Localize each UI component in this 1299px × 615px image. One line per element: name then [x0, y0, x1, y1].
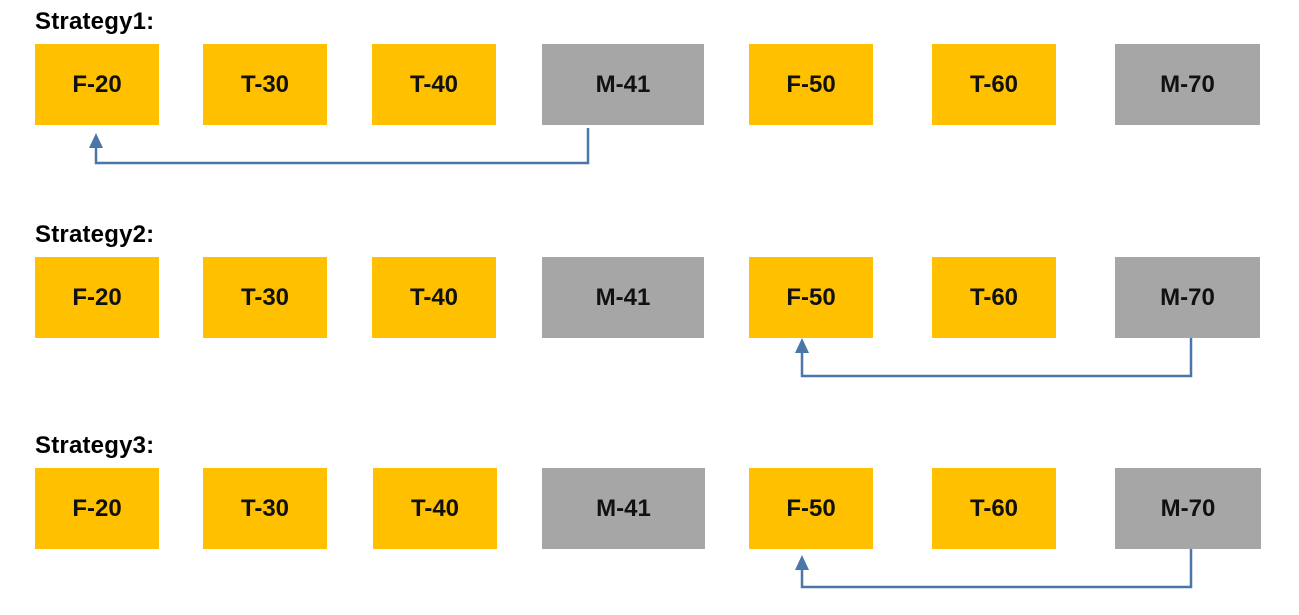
box-f-20: F-20 [35, 257, 159, 338]
arrowhead-icon [89, 133, 103, 148]
arrowhead-icon [795, 338, 809, 353]
arrow-line [94, 128, 590, 165]
arrow-line [800, 549, 1193, 589]
box-f-20: F-20 [35, 468, 159, 549]
strategy-title: Strategy3: [35, 432, 155, 459]
box-t-40: T-40 [372, 257, 496, 338]
box-m-41: M-41 [542, 257, 704, 338]
strategy-title: Strategy1: [35, 8, 155, 35]
strategy-3: Strategy3: F-20 T-30 T-40 M-41 F-50 T-60… [0, 424, 1299, 614]
box-m-70: M-70 [1115, 257, 1260, 338]
box-f-50: F-50 [749, 468, 873, 549]
box-t-30: T-30 [203, 44, 327, 125]
box-m-70: M-70 [1115, 468, 1261, 549]
arrow-line [800, 338, 1193, 378]
box-m-41: M-41 [542, 468, 705, 549]
box-f-20: F-20 [35, 44, 159, 125]
box-t-60: T-60 [932, 44, 1056, 125]
box-t-60: T-60 [932, 257, 1056, 338]
box-t-60: T-60 [932, 468, 1056, 549]
box-t-30: T-30 [203, 468, 327, 549]
arrowhead-icon [795, 555, 809, 570]
strategy-title: Strategy2: [35, 221, 155, 248]
box-f-50: F-50 [749, 257, 873, 338]
strategy-1: Strategy1: F-20 T-30 T-40 M-41 F-50 T-60… [0, 0, 1299, 190]
box-m-41: M-41 [542, 44, 704, 125]
box-t-40: T-40 [373, 468, 497, 549]
box-m-70: M-70 [1115, 44, 1260, 125]
box-f-50: F-50 [749, 44, 873, 125]
box-t-40: T-40 [372, 44, 496, 125]
strategy-2: Strategy2: F-20 T-30 T-40 M-41 F-50 T-60… [0, 213, 1299, 403]
box-t-30: T-30 [203, 257, 327, 338]
